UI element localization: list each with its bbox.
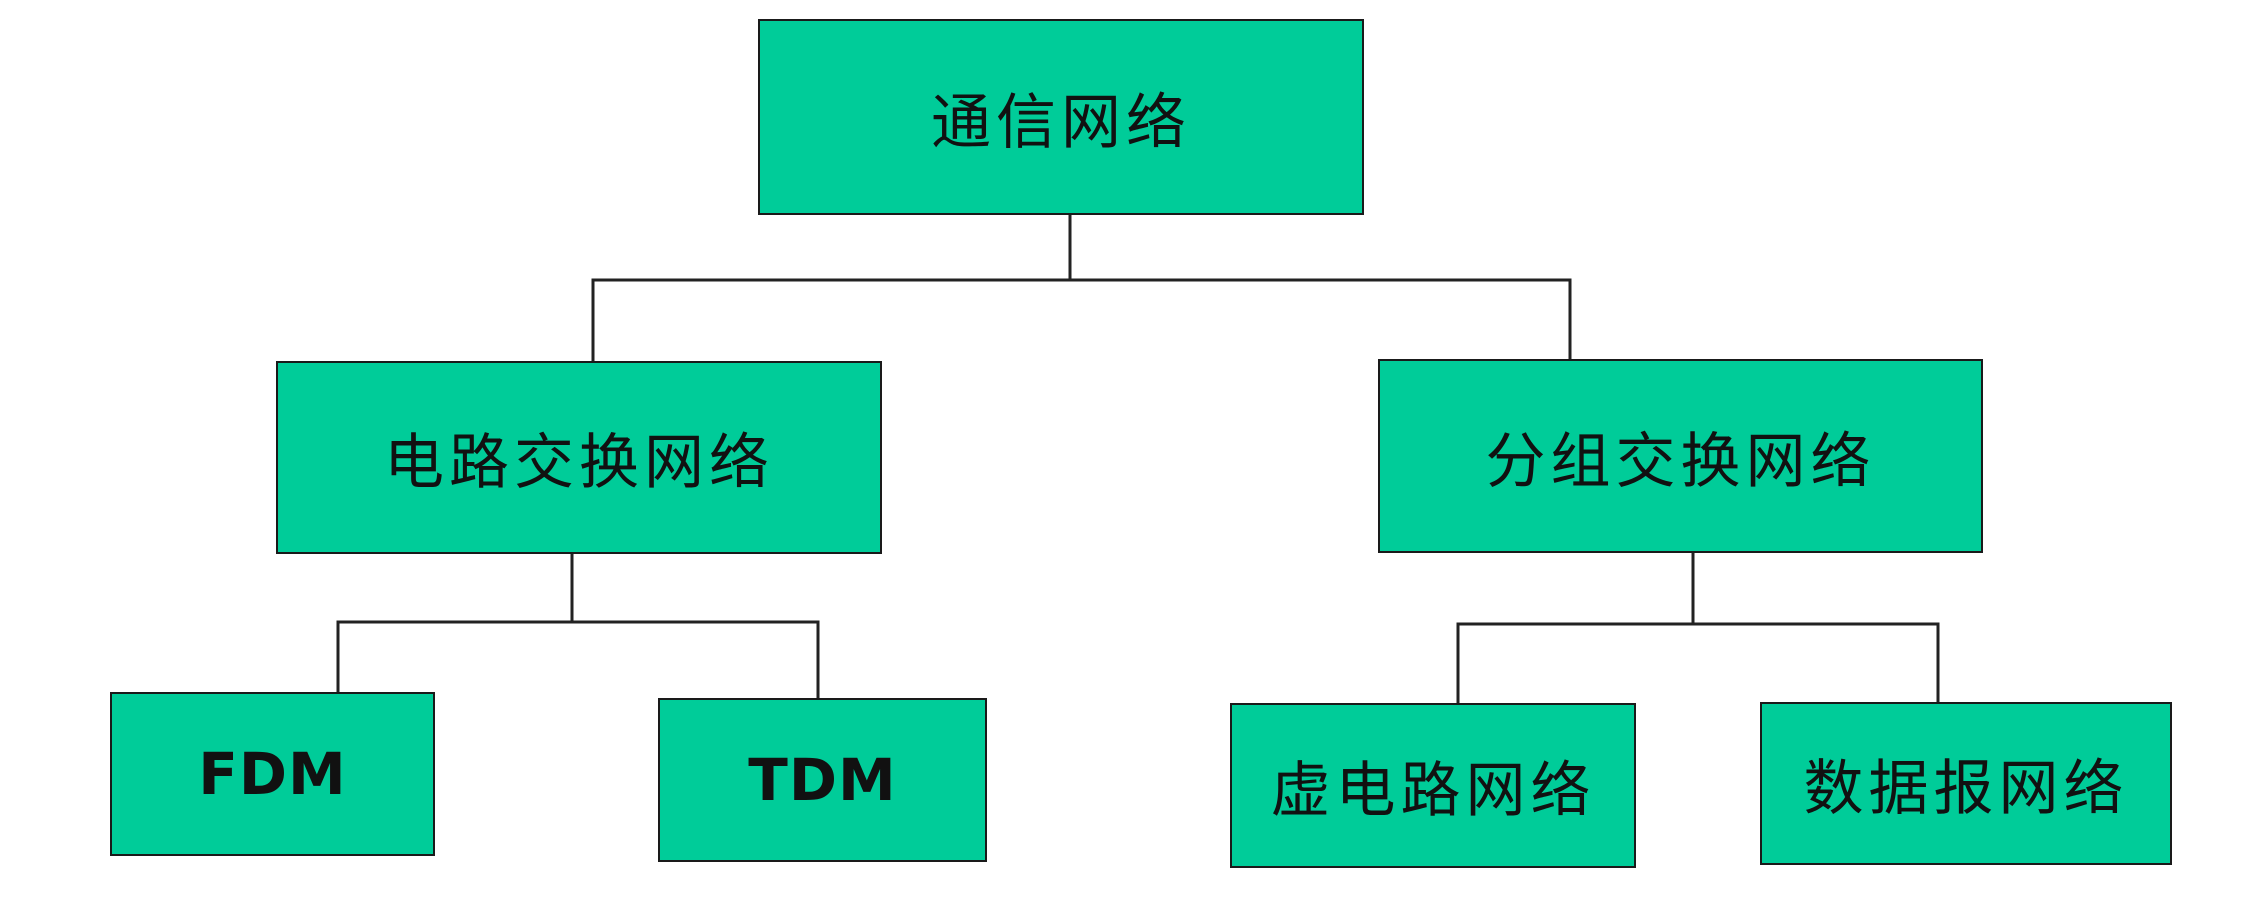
node-circuit-switched-network: 电路交换网络 (276, 361, 882, 554)
node-virtual-circuit-network: 虚电路网络 (1230, 703, 1636, 868)
node-label: FDM (198, 740, 347, 808)
node-tdm: TDM (658, 698, 987, 862)
node-label: 虚电路网络 (1270, 756, 1596, 826)
node-label: 数据报网络 (1803, 754, 2129, 824)
node-label: 电路交换网络 (384, 428, 774, 498)
node-label: TDM (748, 746, 897, 814)
node-datagram-network: 数据报网络 (1760, 702, 2172, 865)
node-packet-switched-network: 分组交换网络 (1378, 359, 1983, 553)
node-communication-network: 通信网络 (758, 19, 1364, 215)
node-fdm: FDM (110, 692, 435, 856)
node-label: 通信网络 (931, 87, 1191, 158)
node-label: 分组交换网络 (1485, 426, 1876, 497)
